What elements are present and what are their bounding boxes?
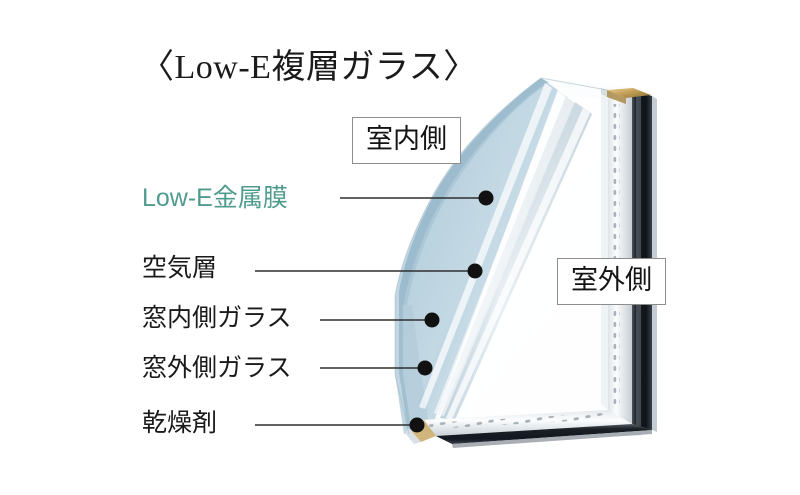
diagram-title: 〈Low-E複層ガラス〉 (140, 49, 478, 86)
dot-inner-glass (424, 312, 440, 328)
dot-air (467, 263, 483, 279)
outdoor-side-label-box: 室外側 (557, 258, 666, 305)
callout-dots (409, 190, 494, 433)
spacer-brass-cap (607, 88, 651, 98)
callout-label-low-e-metal-film: Low-E金属膜 (142, 184, 288, 212)
dot-outer-glass (417, 360, 433, 376)
bottom-left-brass-corner (411, 420, 436, 442)
dot-lowe (478, 190, 494, 206)
bottom-sealant (436, 424, 652, 444)
callout-label-air-layer: 空気層 (142, 254, 218, 282)
desiccant-dots-bottom (428, 413, 608, 429)
callout-label-inner-glass: 窓内側ガラス (142, 304, 292, 332)
callout-label-outer-glass: 窓外側ガラス (142, 354, 292, 382)
indoor-side-label-box: 室内側 (352, 117, 461, 164)
dot-desiccant (409, 417, 425, 433)
bottom-edge-assembly (405, 410, 652, 448)
callout-label-desiccant: 乾燥剤 (142, 409, 218, 437)
desiccant-dots-vertical (611, 104, 620, 408)
